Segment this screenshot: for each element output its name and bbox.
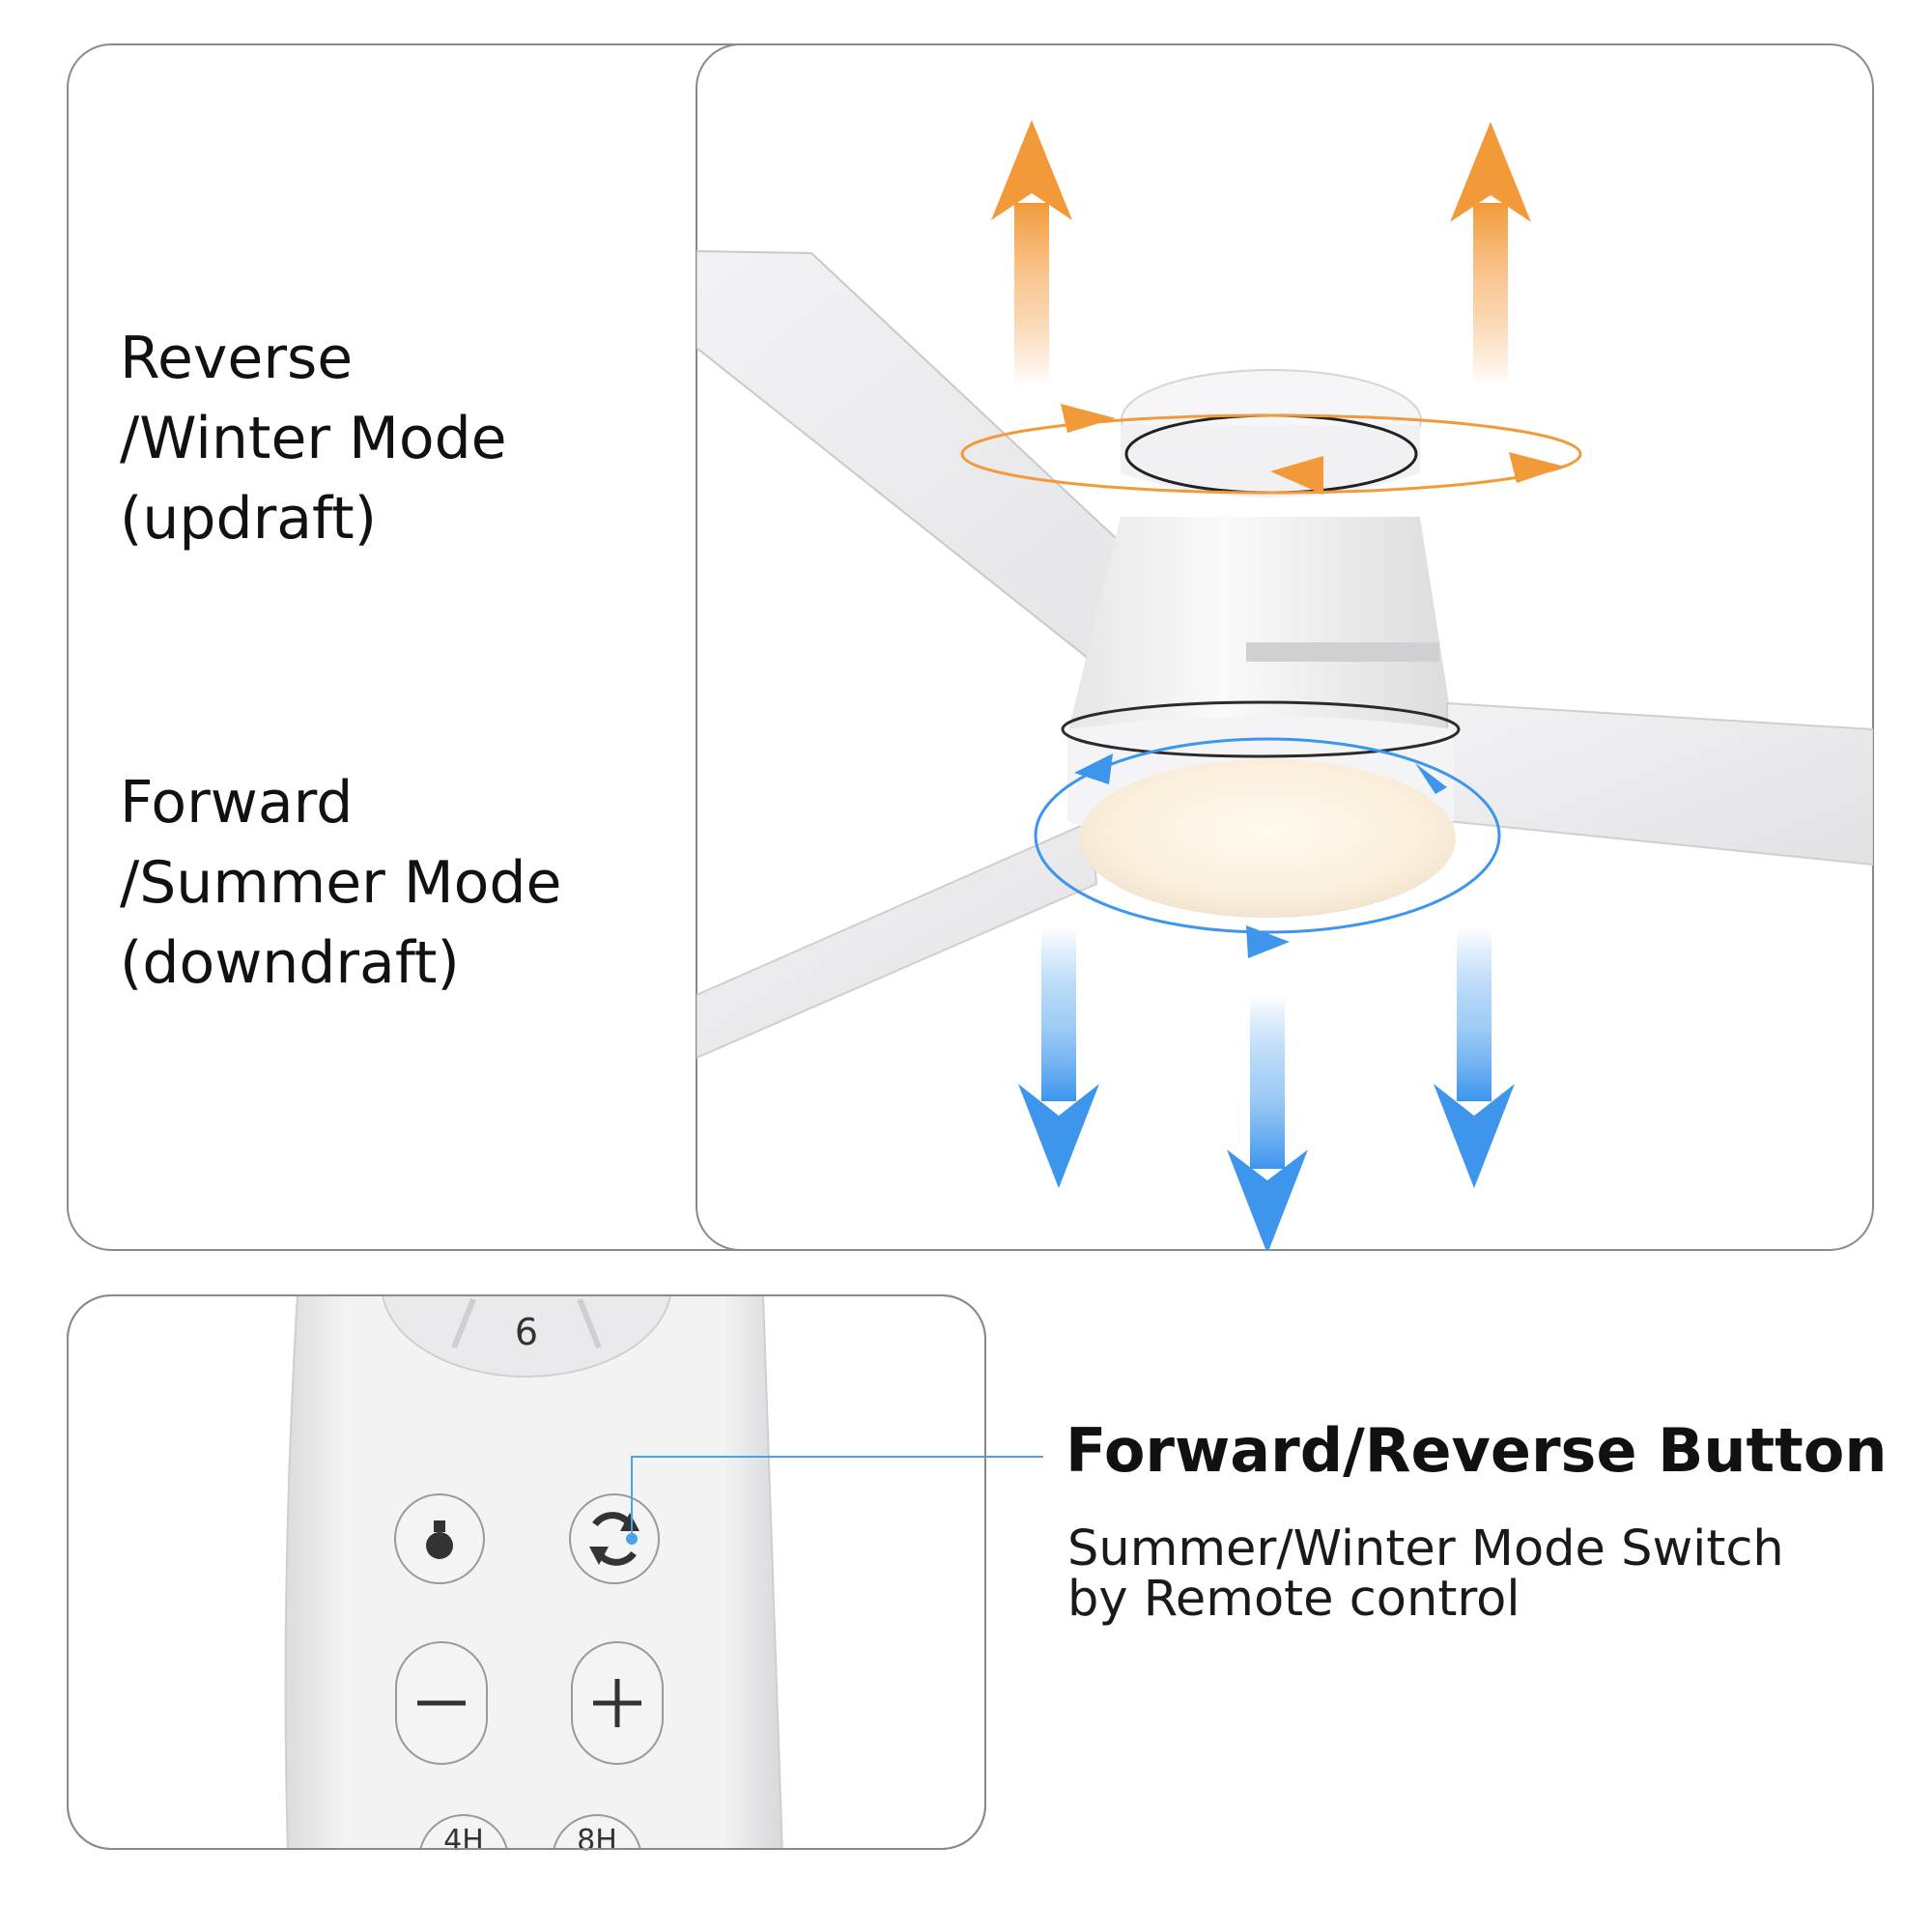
remote-panel-border bbox=[67, 1294, 986, 1850]
fan-blade-bottom bbox=[696, 819, 1098, 1060]
reverse-mode-line3: (updraft) bbox=[120, 485, 378, 553]
minus-button[interactable] bbox=[395, 1641, 488, 1765]
light-button[interactable] bbox=[394, 1493, 485, 1584]
updraft-arrow-left bbox=[991, 120, 1072, 386]
updraft-arrow-right bbox=[1450, 122, 1531, 386]
fan-light-kit bbox=[1061, 700, 1461, 918]
timer-8h-button[interactable] bbox=[552, 1814, 642, 1904]
downdraft-arrow-2 bbox=[1227, 995, 1308, 1250]
downdraft-arrow-3 bbox=[1434, 927, 1515, 1188]
timer-4h-label: 4H bbox=[443, 1824, 484, 1858]
forward-mode-line1: Forward bbox=[120, 769, 354, 837]
reverse-mode-line1: Reverse bbox=[120, 325, 354, 392]
speed-6-label: 6 bbox=[515, 1311, 538, 1353]
callout-description: Summer/Winter Mode Switch by Remote cont… bbox=[1067, 1524, 1784, 1625]
callout-desc-line2: by Remote control bbox=[1067, 1571, 1520, 1628]
forward-reverse-button[interactable] bbox=[569, 1493, 660, 1584]
callout-dot bbox=[626, 1533, 638, 1545]
callout-title: Forward/Reverse Button bbox=[1065, 1415, 1888, 1486]
downdraft-arrow-1 bbox=[1018, 927, 1099, 1188]
timer-8h-label: 8H bbox=[577, 1824, 617, 1858]
callout-line bbox=[631, 1456, 985, 1536]
reverse-rotation-indicator bbox=[960, 404, 1582, 495]
reverse-mode-label: Reverse /Winter Mode (updraft) bbox=[120, 319, 507, 559]
forward-rotation-indicator bbox=[1034, 737, 1501, 958]
plus-button[interactable] bbox=[571, 1641, 664, 1765]
timer-4h-button[interactable] bbox=[418, 1814, 509, 1904]
fan-motor-housing bbox=[1067, 369, 1454, 734]
forward-mode-label: Forward /Summer Mode (downdraft) bbox=[120, 763, 561, 1004]
forward-mode-line3: (downdraft) bbox=[120, 929, 460, 997]
reverse-mode-line2: /Winter Mode bbox=[120, 405, 507, 472]
forward-mode-line2: /Summer Mode bbox=[120, 849, 562, 917]
callout-desc-line1: Summer/Winter Mode Switch bbox=[1067, 1520, 1784, 1577]
